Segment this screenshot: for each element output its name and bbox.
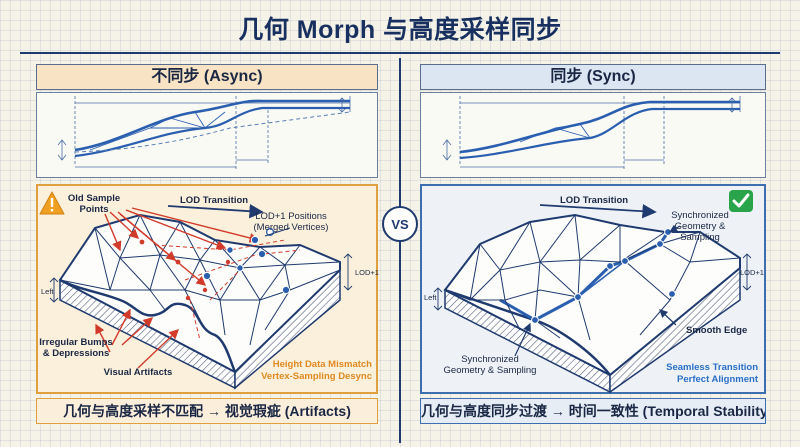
sync-profile-panel xyxy=(420,92,766,178)
sync-left-tag: Left xyxy=(424,293,437,302)
async-terrain-block xyxy=(49,204,353,390)
smooth-edge-label: Smooth Edge xyxy=(686,325,747,336)
sync-bottom-label-2: Geometry & Sampling xyxy=(444,365,537,376)
sync-terrain-block xyxy=(433,204,752,394)
sync-bottom-label-1: Synchronized xyxy=(461,354,519,365)
seamless-label-2: Perfect Alignment xyxy=(677,374,759,385)
async-lod-transition-label: LOD Transition xyxy=(180,195,248,206)
async-lod1-tag: LOD+1 xyxy=(355,268,379,277)
async-profile-panel xyxy=(36,92,378,178)
seamless-label-1: Seamless Transition xyxy=(666,362,758,373)
async-callouts: Old Sample Points LOD Transition LOD+1 P… xyxy=(39,193,379,382)
visual-artifacts-label: Visual Artifacts xyxy=(104,367,173,378)
old-samples-label-2: Points xyxy=(79,204,108,215)
sync-lod-transition-label: LOD Transition xyxy=(560,195,628,206)
sync-top-label-2: Geometry & xyxy=(675,221,726,232)
async-header: 不同步 (Async) xyxy=(36,64,378,90)
center-divider xyxy=(399,58,401,443)
sync-header: 同步 (Sync) xyxy=(420,64,766,90)
bumps-label-2: & Depressions xyxy=(43,348,110,359)
page-title: 几何 Morph 与高度采样同步 xyxy=(238,16,562,44)
vs-badge: VS xyxy=(382,206,418,242)
mismatch-label-1: Height Data Mismatch xyxy=(273,359,372,370)
mismatch-label-2: Vertex-Sampling Desync xyxy=(261,371,372,382)
warning-icon xyxy=(39,191,65,215)
sync-profile-drawing xyxy=(442,96,741,170)
sync-top-label-1: Synchronized xyxy=(671,210,729,221)
lod1-positions-label-2: (Merged Vertices) xyxy=(254,222,329,233)
sync-top-label-3: Sampling xyxy=(680,232,720,243)
async-left-tag: Left xyxy=(41,287,54,296)
async-caption: 几何与高度采样不匹配 → 视觉瑕疵 (Artifacts) xyxy=(36,398,378,424)
async-profile-drawing xyxy=(57,96,351,170)
sync-lod1-tag: LOD+1 xyxy=(740,268,764,277)
check-mark-icon xyxy=(729,190,753,212)
lod1-positions-label-1: LOD+1 Positions xyxy=(255,211,327,222)
bumps-label-1: Irregular Bumps xyxy=(39,337,112,348)
old-samples-label-1: Old Sample xyxy=(68,193,120,204)
sync-callouts: LOD Transition Synchronized Geometry & S… xyxy=(424,195,764,385)
title-underline xyxy=(20,52,780,54)
sync-caption: 几何与高度同步过渡 → 时间一致性 (Temporal Stability) xyxy=(420,398,766,424)
